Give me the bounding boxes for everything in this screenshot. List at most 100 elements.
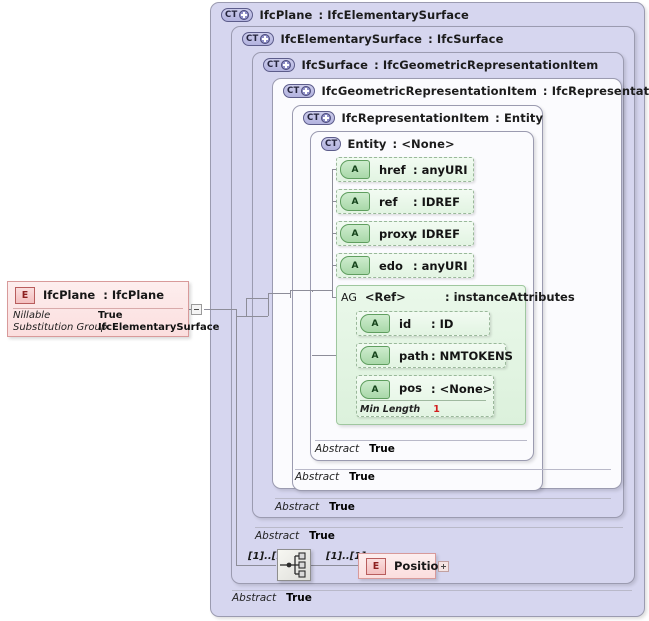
complextype-expand-icon[interactable]: CT <box>221 8 254 22</box>
abstract-value: True <box>369 443 395 455</box>
complextype-icon-label: CT <box>267 60 280 70</box>
abstract-row-ifcplane: Abstract True <box>232 592 312 604</box>
abstract-divider <box>315 440 527 441</box>
attribute-name: id <box>399 316 412 331</box>
plus-icon[interactable] <box>281 60 292 70</box>
connector-line <box>268 293 269 316</box>
complextype-header-entity: CT Entity : <None> <box>321 137 455 151</box>
complextype-icon-label: CT <box>325 139 338 149</box>
attribute-icon: A <box>340 160 370 179</box>
abstract-divider <box>295 469 611 470</box>
complextype-name: IfcSurface <box>301 58 369 72</box>
abstract-row-ifcrepresentationitem: Abstract True <box>315 443 395 455</box>
attribute-box-path[interactable]: A path : NMTOKENS <box>356 343 513 368</box>
complextype-expand-icon[interactable]: CT <box>303 111 336 125</box>
attribute-type: : anyURI <box>413 162 468 177</box>
facet-divider <box>360 400 486 401</box>
complextype-type: : <None> <box>392 137 455 151</box>
attribute-name: edo <box>379 258 403 273</box>
connector-line <box>246 298 247 316</box>
attribute-icon: A <box>360 380 390 399</box>
connector-line <box>268 293 290 294</box>
complextype-header-ifcgeometricrepresentationitem: CT IfcGeometricRepresentationItem : IfcR… <box>283 84 649 98</box>
abstract-divider <box>232 590 632 591</box>
element-property-substitution-group: Substitution Group IfcElementarySurface <box>8 321 219 333</box>
complextype-expand-icon[interactable]: CT <box>242 32 275 46</box>
element-box-position[interactable]: E Position <box>358 553 447 579</box>
connector-line <box>310 565 358 566</box>
attribute-type: : <None> <box>431 382 493 396</box>
property-label: Nillable <box>13 310 51 321</box>
complextype-header-ifcelementarysurface: CT IfcElementarySurface : IfcSurface <box>242 32 504 46</box>
abstract-label: Abstract <box>232 592 277 604</box>
complextype-icon-label: CT <box>225 10 238 20</box>
complextype-type: : Entity <box>495 111 544 125</box>
complextype-header-ifcsurface: CT IfcSurface : IfcGeometricRepresentati… <box>263 58 598 72</box>
attribute-box-href[interactable]: A href : anyURI <box>336 157 474 182</box>
abstract-label: Abstract <box>255 530 300 542</box>
element-icon: E <box>15 286 35 304</box>
element-header: E IfcPlane : IfcPlane <box>8 282 188 308</box>
element-property-nillable: Nillable True <box>8 309 188 321</box>
element-divider <box>13 308 183 309</box>
complextype-icon-label: CT <box>307 113 320 123</box>
connector-line <box>312 355 352 356</box>
cardinality-left: [1]..[1] <box>248 551 288 562</box>
cardinality-right: [1]..[1] <box>326 551 366 562</box>
abstract-divider <box>255 527 623 528</box>
complextype-expand-icon[interactable]: CT <box>283 84 316 98</box>
attribute-icon: A <box>360 314 390 333</box>
plus-icon[interactable] <box>301 86 312 96</box>
attribute-icon: A <box>340 192 370 211</box>
abstract-value: True <box>309 530 335 542</box>
complextype-expand-icon[interactable]: CT <box>263 58 296 72</box>
plus-icon[interactable] <box>239 10 250 20</box>
attribute-box-proxy[interactable]: A proxy : IDREF <box>336 221 474 246</box>
connector-line <box>236 309 237 565</box>
element-box-ifcplane[interactable]: E IfcPlane : IfcPlane Nillable True Subs… <box>7 281 219 337</box>
element-type: : IfcPlane <box>103 288 165 302</box>
abstract-value: True <box>329 501 355 513</box>
sequence-compositor-icon[interactable] <box>277 549 311 581</box>
complextype-header-ifcrepresentationitem: CT IfcRepresentationItem : Entity <box>303 111 543 125</box>
plus-icon[interactable] <box>321 113 332 123</box>
attribute-name: href <box>379 162 406 177</box>
attribute-icon: A <box>340 256 370 275</box>
complextype-name: IfcRepresentationItem <box>341 111 490 125</box>
collapse-toggle-ifcplane[interactable] <box>191 304 202 315</box>
complextype-name: Entity <box>347 137 387 151</box>
connector-line <box>312 290 332 291</box>
facet-value: 1 <box>433 404 440 415</box>
connector-line <box>246 298 268 299</box>
attribute-icon: A <box>340 224 370 243</box>
complextype-name: IfcElementarySurface <box>280 32 423 46</box>
connector-line <box>312 290 313 292</box>
abstract-label: Abstract <box>275 501 320 513</box>
attribute-name: path <box>399 348 429 363</box>
attribute-box-id[interactable]: A id : ID <box>356 311 490 336</box>
attribute-name: pos <box>399 381 422 395</box>
abstract-value: True <box>286 592 312 604</box>
attribute-box-ref[interactable]: A ref : IDREF <box>336 189 474 214</box>
connector-line <box>236 565 276 566</box>
attribute-box-pos[interactable]: A pos : <None> <box>356 375 494 417</box>
attribute-box-edo[interactable]: A edo : anyURI <box>336 253 474 278</box>
attribute-group-name: <Ref> <box>364 290 406 304</box>
connector-line <box>290 290 312 291</box>
abstract-row-ifcsurface: Abstract True <box>275 501 355 513</box>
attribute-name: ref <box>379 194 398 209</box>
connector-line <box>204 309 236 310</box>
abstract-divider <box>275 498 611 499</box>
attribute-group-header: AG <Ref> : instanceAttributes <box>341 290 575 304</box>
attribute-icon: A <box>360 346 390 365</box>
expand-toggle-position[interactable] <box>438 561 449 572</box>
attributegroup-icon: AG <box>341 290 357 304</box>
connector-line <box>236 316 268 317</box>
complextype-type: : IfcElementarySurface <box>318 8 469 22</box>
complextype-header-ifcplane: CT IfcPlane : IfcElementarySurface <box>221 8 469 22</box>
abstract-row-ifcelementarysurface: Abstract True <box>255 530 335 542</box>
plus-icon[interactable] <box>260 34 271 44</box>
complextype-icon[interactable]: CT <box>321 137 342 151</box>
element-name: IfcPlane <box>43 288 96 302</box>
